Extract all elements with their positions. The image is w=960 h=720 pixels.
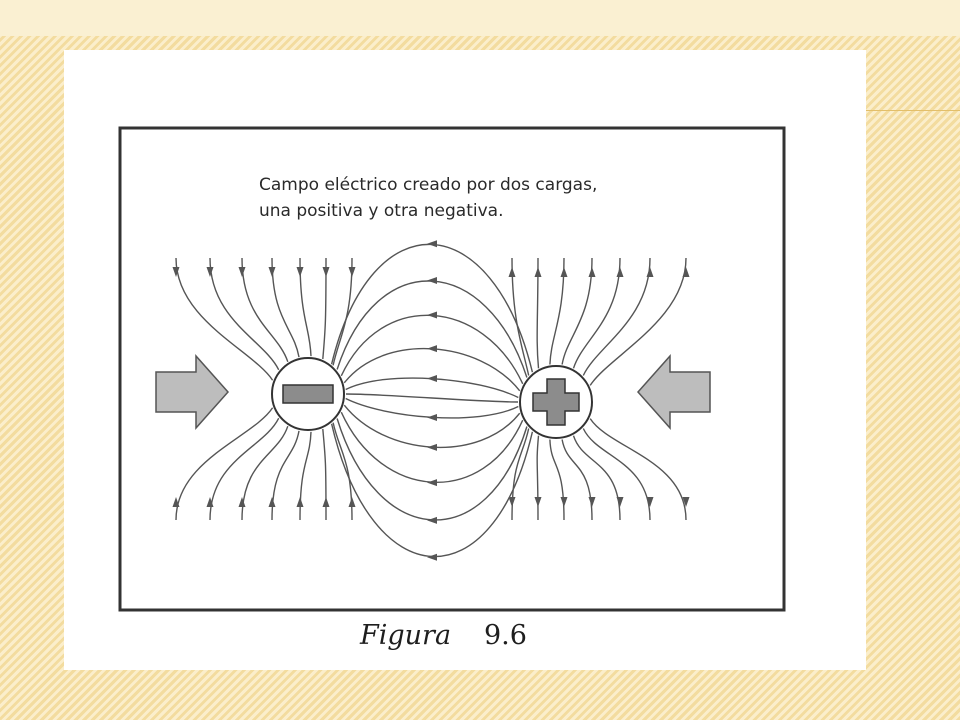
field-arrow (348, 267, 356, 277)
field-arrow (427, 277, 437, 285)
field-line (175, 407, 274, 521)
field-line (582, 257, 651, 376)
field-arrow (296, 497, 304, 507)
field-line (209, 257, 280, 371)
field-arrow (427, 553, 437, 561)
field-arrow (172, 267, 180, 277)
field-line (536, 435, 540, 521)
arrow-left-icon (636, 354, 711, 430)
field-diagram: Campo eléctrico creado por dos cargas, u… (118, 126, 786, 651)
slide-accent-line (866, 110, 960, 111)
field-arrow (588, 497, 596, 507)
field-arrow (206, 267, 214, 277)
field-arrow (560, 497, 568, 507)
figure-frame (118, 126, 786, 612)
field-arrow (682, 267, 690, 277)
figure-number: 9.6 (484, 620, 527, 651)
caption-line-1: Campo eléctrico creado por dos cargas, (259, 175, 597, 195)
field-arrow (238, 267, 246, 277)
slide-top-band (0, 0, 960, 36)
field-arrow (348, 497, 356, 507)
field-line (345, 393, 519, 403)
field-line (336, 280, 528, 378)
figure-label: Figura (359, 620, 451, 651)
field-arrow (682, 497, 690, 507)
field-arrow (616, 497, 624, 507)
field-arrow (268, 267, 276, 277)
field-arrow (646, 267, 654, 277)
field-line (343, 347, 521, 392)
field-arrow (172, 497, 180, 507)
field-arrow (560, 267, 568, 277)
field-line (582, 428, 651, 521)
field-line (561, 257, 593, 365)
field-arrow (427, 345, 437, 353)
field-arrow (534, 497, 542, 507)
arrow-right-icon (155, 354, 230, 430)
negative-charge (271, 357, 345, 431)
field-line (572, 435, 621, 521)
scanned-figure: Campo eléctrico creado por dos cargas, u… (64, 50, 866, 670)
field-line (330, 243, 534, 373)
field-line (175, 257, 274, 381)
field-arrow (268, 497, 276, 507)
field-line (271, 257, 300, 358)
field-line (589, 257, 687, 386)
field-arrow (646, 497, 654, 507)
minus-icon (282, 384, 334, 404)
field-arrow (322, 267, 330, 277)
field-arrow (427, 311, 437, 319)
field-line (241, 425, 289, 521)
field-line (343, 404, 521, 449)
field-line (336, 418, 528, 521)
plus-icon (532, 378, 580, 426)
field-arrow (508, 497, 516, 507)
field-arrow (296, 267, 304, 277)
field-arrow (427, 240, 437, 248)
field-arrow (427, 443, 437, 451)
field-arrow (322, 497, 330, 507)
field-arrow (508, 267, 516, 277)
caption-line-2: una positiva y otra negativa. (259, 201, 503, 221)
field-arrow (427, 375, 437, 383)
positive-charge (519, 365, 593, 439)
field-line (271, 430, 300, 521)
field-line (299, 257, 312, 357)
field-arrow (427, 516, 437, 524)
field-arrow (427, 413, 437, 421)
field-line (549, 439, 565, 521)
field-line (572, 257, 621, 369)
field-line (561, 439, 593, 521)
field-line (241, 257, 289, 363)
field-arrow (206, 497, 214, 507)
field-arrow (238, 497, 246, 507)
field-arrow (427, 479, 437, 487)
field-arrow (534, 267, 542, 277)
field-arrow (588, 267, 596, 277)
field-line (209, 417, 280, 521)
field-line (332, 257, 353, 366)
field-line (330, 423, 534, 558)
field-lines (175, 243, 687, 558)
field-arrow (616, 267, 624, 277)
field-line (589, 418, 687, 521)
field-arrows (172, 240, 690, 561)
